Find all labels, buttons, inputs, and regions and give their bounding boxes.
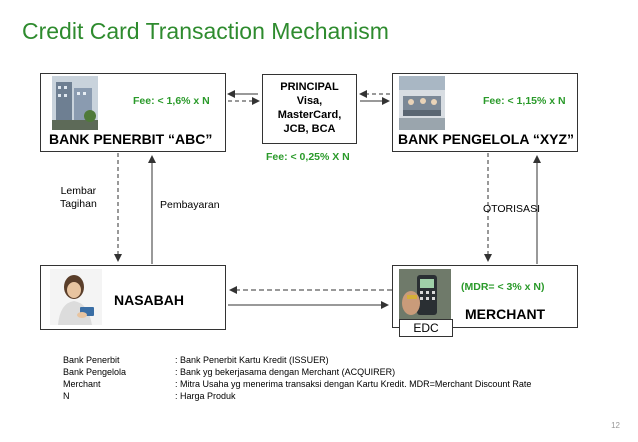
merchant-mdr-label: (MDR= < 3% x N) xyxy=(461,281,545,293)
edc-label: EDC xyxy=(399,319,453,337)
bank-issuer-box: Fee: < 1,6% x N BANK PENERBIT “ABC” xyxy=(40,73,226,152)
legend-term: Bank Penerbit xyxy=(63,355,120,365)
legend-row: Merchant : Mitra Usaha yg menerima trans… xyxy=(63,378,531,390)
billing-label: Lembar Tagihan xyxy=(60,185,97,211)
slide-title: Credit Card Transaction Mechanism xyxy=(22,18,389,44)
merchant-box: (MDR= < 3% x N) MERCHANT xyxy=(392,265,578,328)
bank-acquirer-box: Fee: < 1,15% x N BANK PENGELOLA “XYZ” xyxy=(392,73,578,152)
payment-label: Pembayaran xyxy=(160,199,220,211)
principal-line: Visa, xyxy=(296,95,323,107)
acquirer-fee-label: Fee: < 1,15% x N xyxy=(483,95,566,107)
principal-fee-label: Fee: < 0,25% X N xyxy=(266,151,350,163)
acquirer-bank-name: BANK PENGELOLA “XYZ” xyxy=(398,131,575,147)
issuer-bank-name: BANK PENERBIT “ABC” xyxy=(49,131,213,147)
billing-label-line: Lembar xyxy=(60,185,97,197)
customer-photo xyxy=(50,269,102,325)
legend-term: N xyxy=(63,391,70,401)
legend-desc: : Bank yg bekerjasama dengan Merchant (A… xyxy=(175,367,396,377)
legend-row: Bank Penerbit : Bank Penerbit Kartu Kred… xyxy=(63,354,531,366)
nasabah-name: NASABAH xyxy=(114,292,184,308)
legend-desc: : Mitra Usaha yg menerima transaksi deng… xyxy=(175,379,532,389)
legend-row: Bank Pengelola : Bank yg bekerjasama den… xyxy=(63,366,531,378)
principal-line: JCB, BCA xyxy=(283,123,336,135)
page-number: 12 xyxy=(611,421,620,430)
bank-office-photo xyxy=(399,76,445,130)
merchant-name: MERCHANT xyxy=(465,306,546,322)
bank-building-photo xyxy=(52,76,98,130)
legend-desc: : Harga Produk xyxy=(175,391,236,401)
nasabah-box: NASABAH xyxy=(40,265,226,330)
legend-desc: : Bank Penerbit Kartu Kredit (ISSUER) xyxy=(175,355,329,365)
edc-terminal-photo xyxy=(399,269,451,321)
authorization-label: OTORISASI xyxy=(483,203,540,215)
legend-term: Bank Pengelola xyxy=(63,367,127,377)
billing-label-line: Tagihan xyxy=(60,198,97,210)
legend: Bank Penerbit : Bank Penerbit Kartu Kred… xyxy=(63,354,531,402)
issuer-fee-label: Fee: < 1,6% x N xyxy=(133,95,210,107)
principal-box: PRINCIPAL Visa, MasterCard, JCB, BCA xyxy=(262,74,357,144)
legend-term: Merchant xyxy=(63,379,101,389)
principal-line: MasterCard, xyxy=(277,109,342,121)
principal-line: PRINCIPAL xyxy=(280,81,339,93)
legend-row: N : Harga Produk xyxy=(63,390,531,402)
